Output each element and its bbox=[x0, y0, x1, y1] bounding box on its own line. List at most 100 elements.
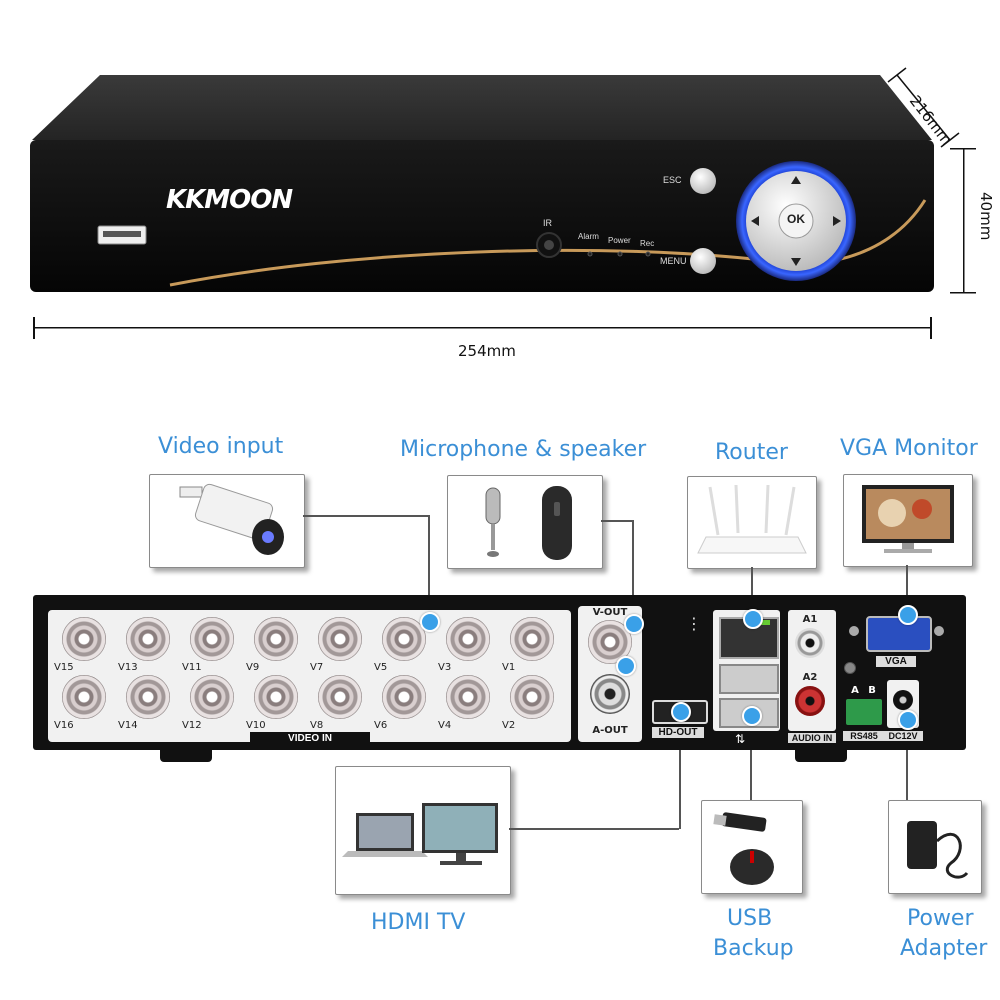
video-input-port[interactable] bbox=[446, 617, 490, 661]
microphone-icon bbox=[485, 486, 572, 560]
usb-mouse-icon bbox=[713, 812, 774, 885]
led-rec-label: Rec bbox=[640, 239, 655, 248]
dc-label: DC12V bbox=[883, 731, 923, 741]
laptop-tv-icon bbox=[342, 803, 498, 865]
video-input-port-label: V6 bbox=[374, 720, 388, 731]
audio-in-a2-port[interactable] bbox=[795, 686, 825, 716]
video-input-port[interactable] bbox=[254, 617, 298, 661]
hdmi-tv-label: HDMI TV bbox=[371, 910, 466, 935]
power-adapter-box bbox=[888, 800, 982, 894]
vga-label: VGA bbox=[876, 656, 916, 667]
a-out-label: A-OUT bbox=[592, 725, 628, 736]
microphone-speaker-label: Microphone & speaker bbox=[400, 437, 647, 462]
esc-label: ESC bbox=[663, 175, 682, 185]
video-input-port[interactable] bbox=[190, 617, 234, 661]
video-input-port[interactable] bbox=[190, 675, 234, 719]
router-label: Router bbox=[715, 440, 788, 465]
speaker-icon bbox=[542, 486, 572, 560]
v-out-label: V-OUT bbox=[592, 607, 628, 618]
video-input-port-label: V12 bbox=[182, 720, 202, 731]
video-input-port-label: V1 bbox=[502, 662, 516, 673]
video-input-port-label: V13 bbox=[118, 662, 138, 673]
video-input-port-label: V10 bbox=[246, 720, 266, 731]
usb-backup-label-2: Backup bbox=[713, 936, 794, 961]
a-out-port[interactable] bbox=[590, 674, 630, 714]
video-input-port-label: V14 bbox=[118, 720, 138, 731]
height-dimension: 40mm bbox=[977, 192, 995, 241]
dot-vga bbox=[898, 605, 918, 625]
video-input-label: Video input bbox=[158, 434, 284, 459]
vga-monitor-box bbox=[843, 474, 973, 567]
usb-backup-box bbox=[701, 800, 803, 894]
video-input-port[interactable] bbox=[318, 675, 362, 719]
led-alarm-label: Alarm bbox=[578, 232, 599, 241]
a2-label: A2 bbox=[802, 672, 818, 683]
video-input-port-label: V3 bbox=[438, 662, 452, 673]
monitor-icon bbox=[862, 485, 954, 553]
video-input-port[interactable] bbox=[126, 675, 170, 719]
menu-button[interactable] bbox=[690, 248, 716, 274]
dot-dc bbox=[898, 710, 918, 730]
video-input-port[interactable] bbox=[318, 617, 362, 661]
video-input-port[interactable] bbox=[510, 617, 554, 661]
video-input-port-label: V5 bbox=[374, 662, 388, 673]
rs485-label: RS485 bbox=[843, 731, 885, 741]
ir-label: IR bbox=[543, 218, 552, 228]
menu-button-shape bbox=[690, 248, 716, 274]
dot-a-out bbox=[616, 656, 636, 676]
video-input-port[interactable] bbox=[382, 617, 426, 661]
video-input-port-label: V11 bbox=[182, 662, 202, 673]
a1-label: A1 bbox=[802, 614, 818, 625]
audio-in-a1-port[interactable] bbox=[795, 628, 825, 658]
esc-button[interactable] bbox=[690, 168, 716, 194]
dvr-top-lid bbox=[32, 75, 932, 140]
usb-symbol-icon: ⇅ bbox=[735, 732, 746, 746]
video-input-port-label: V9 bbox=[246, 662, 260, 673]
menu-label: MENU bbox=[660, 256, 687, 266]
video-input-port-label: V8 bbox=[310, 720, 324, 731]
video-input-port[interactable] bbox=[382, 675, 426, 719]
network-icon: ⋮ bbox=[686, 616, 702, 633]
dot-hdmi bbox=[671, 702, 691, 722]
video-input-port-label: V16 bbox=[54, 720, 74, 731]
rs485-terminal[interactable] bbox=[846, 699, 882, 725]
video-input-port[interactable] bbox=[126, 617, 170, 661]
hd-out-label: HD-OUT bbox=[652, 727, 704, 738]
dvr-front-view bbox=[30, 67, 976, 329]
bullet-camera-icon bbox=[179, 483, 284, 555]
router-icon bbox=[697, 484, 807, 554]
usb-backup-label-1: USB bbox=[727, 906, 773, 931]
video-input-port-label: V7 bbox=[310, 662, 324, 673]
power-adapter-label-2: Adapter bbox=[900, 936, 988, 961]
vga-monitor-label: VGA Monitor bbox=[840, 436, 978, 461]
video-input-port-label: V2 bbox=[502, 720, 516, 731]
led-power-label: Power bbox=[608, 236, 631, 245]
ok-button[interactable]: OK bbox=[787, 212, 805, 226]
width-dimension: 254mm bbox=[458, 342, 516, 360]
rs485-a-label: A bbox=[851, 685, 859, 696]
power-adapter-icon bbox=[907, 821, 969, 879]
audio-in-label: AUDIO IN bbox=[788, 733, 836, 743]
video-input-port-label: V4 bbox=[438, 720, 452, 731]
esc-button-shape bbox=[690, 168, 716, 194]
router-box bbox=[687, 476, 817, 569]
usb-port-1[interactable] bbox=[719, 664, 779, 694]
camera-box bbox=[149, 474, 305, 568]
mic-speaker-box bbox=[447, 475, 603, 569]
video-input-port[interactable] bbox=[254, 675, 298, 719]
vga-port[interactable] bbox=[866, 616, 932, 652]
dot-usb bbox=[742, 706, 762, 726]
video-input-port[interactable] bbox=[62, 617, 106, 661]
dot-video-input bbox=[420, 612, 440, 632]
video-input-port-label: V15 bbox=[54, 662, 74, 673]
video-input-port[interactable] bbox=[62, 675, 106, 719]
power-adapter-label-1: Power bbox=[907, 906, 974, 931]
brand-logo: KKMOON bbox=[166, 185, 293, 215]
video-input-port[interactable] bbox=[446, 675, 490, 719]
video-in-label: VIDEO IN bbox=[250, 732, 370, 745]
video-input-port[interactable] bbox=[510, 675, 554, 719]
hdmi-tv-box bbox=[335, 766, 511, 895]
ground-screw-icon bbox=[844, 662, 856, 674]
rs485-b-label: B bbox=[868, 685, 876, 696]
dot-v-out bbox=[624, 614, 644, 634]
